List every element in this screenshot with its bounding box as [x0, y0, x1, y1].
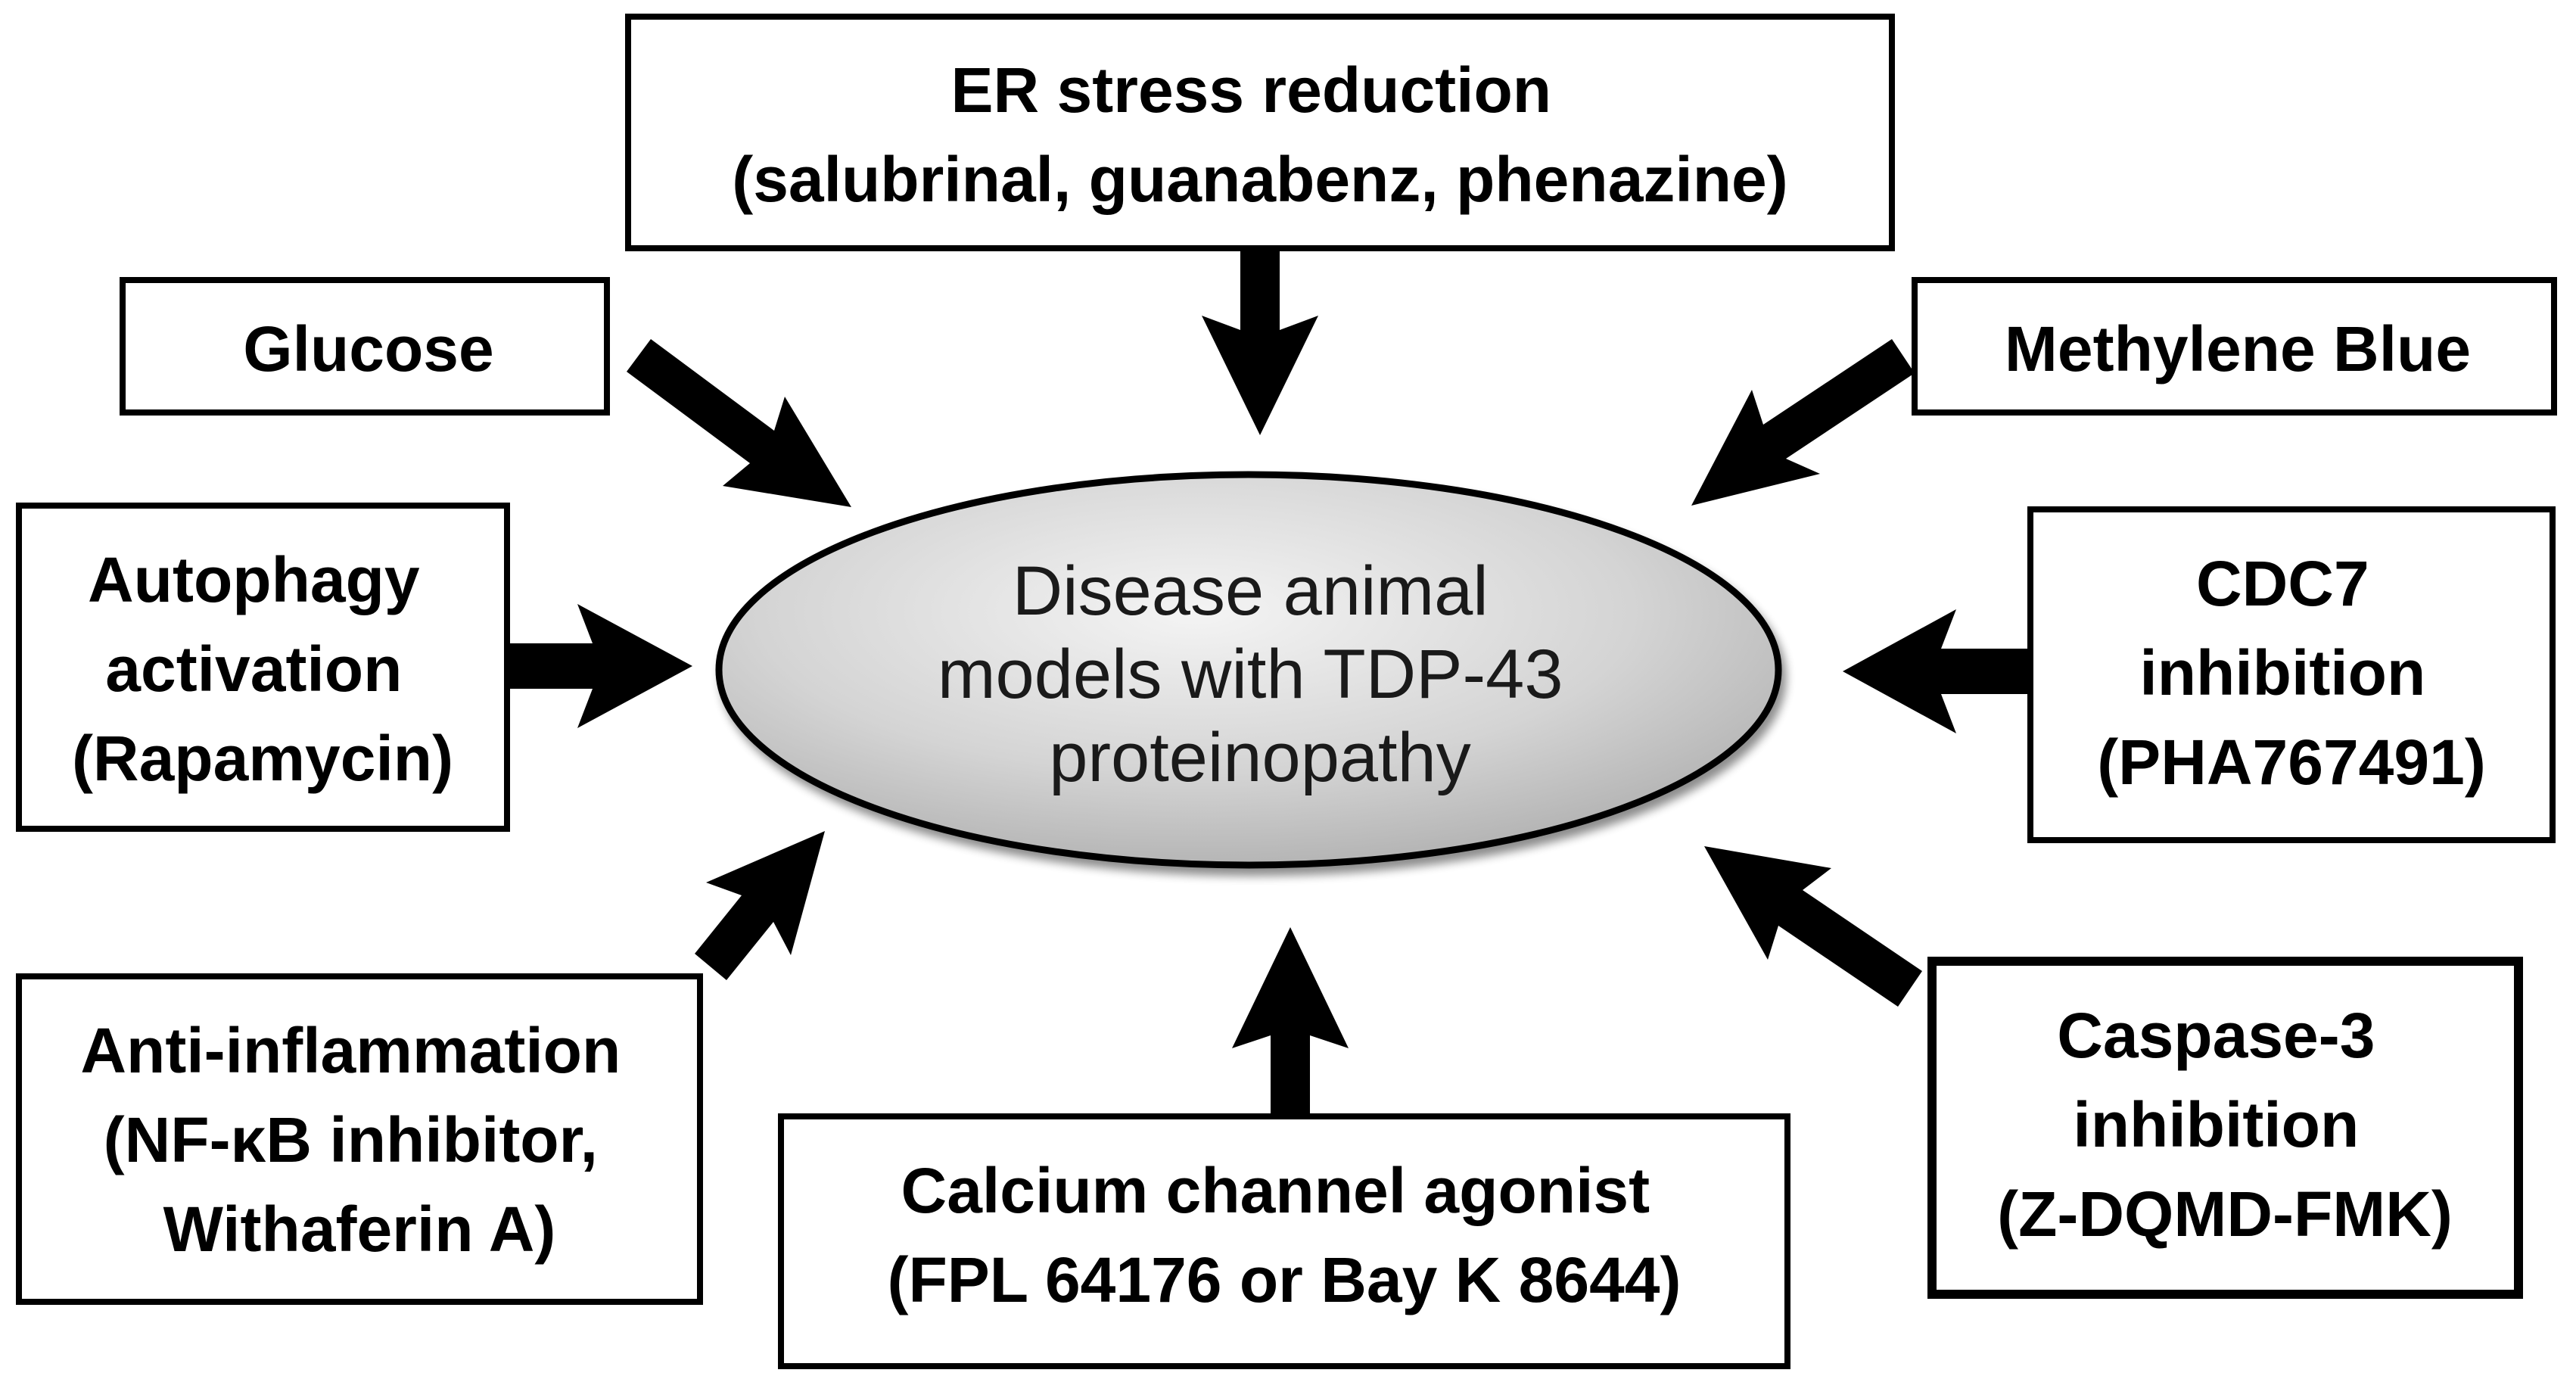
- arrow-er-stress: [1202, 250, 1318, 435]
- autophagy-line-1: Autophagy: [88, 544, 420, 615]
- arrow-cdc7: [1843, 609, 2030, 733]
- center-line-1: Disease animal: [1013, 553, 1489, 630]
- caspase-line-2: inhibition: [2073, 1089, 2359, 1160]
- center-line-3: proteinopathy: [1049, 719, 1471, 796]
- cdc7-line-3: (PHA767491): [2097, 727, 2486, 798]
- methylene-blue-box: Methylene Blue: [1912, 277, 2557, 416]
- arrow-calcium: [1232, 927, 1349, 1116]
- svg-text:Methylene Blue: Methylene Blue: [2005, 313, 2471, 384]
- glucose-box: Glucose: [120, 277, 610, 416]
- center-ellipse: [715, 471, 1782, 869]
- calcium-box: Calcium channel agonist (FPL 64176 or Ba…: [778, 1113, 1790, 1369]
- center-line-2: models with TDP-43: [938, 636, 1563, 713]
- methylene-blue-line-1: Methylene Blue: [2005, 313, 2471, 384]
- svg-text:Autophagy activation: Autophagy activation (Rapamycin): [72, 544, 453, 794]
- er-stress-line-1: ER stress reduction: [951, 54, 1552, 126]
- cdc7-line-2: inhibition: [2139, 637, 2425, 708]
- caspase-box: Caspase-3 inhibition (Z-DQMD-FMK): [1927, 957, 2523, 1299]
- arrow-methylene-blue: [1691, 339, 1915, 506]
- svg-text:Calcium channel agonist: Calcium channel agonist (FPL 64176 or Ba…: [888, 1155, 1682, 1315]
- er-stress-line-2: (salubrinal, guanabenz, phenazine): [732, 144, 1788, 215]
- svg-text:CDC7 inhibition (P: CDC7 inhibition (PHA767491): [2097, 548, 2486, 798]
- svg-text:Anti-inflammation (NF-κB: Anti-inflammation (NF-κB inhibitor, With…: [80, 1015, 638, 1265]
- arrow-caspase: [1704, 846, 1922, 1007]
- svg-text:ER stress reduction (sal: ER stress reduction (salubrinal, guanabe…: [732, 54, 1788, 215]
- anti-inflammation-line-2: (NF-κB inhibitor,: [104, 1104, 598, 1175]
- caspase-line-3: (Z-DQMD-FMK): [1997, 1178, 2453, 1250]
- autophagy-line-3: (Rapamycin): [72, 723, 453, 794]
- calcium-line-1: Calcium channel agonist: [901, 1155, 1650, 1226]
- arrow-autophagy: [509, 604, 692, 728]
- calcium-line-2: (FPL 64176 or Bay K 8644): [888, 1244, 1682, 1315]
- svg-text:Caspase-3 inhibition: Caspase-3 inhibition (Z-DQMD-FMK): [1997, 1000, 2453, 1250]
- anti-inflammation-line-3: Withaferin A): [163, 1194, 556, 1265]
- cdc7-box: CDC7 inhibition (PHA767491): [2027, 506, 2556, 843]
- glucose-line-1: Glucose: [243, 313, 493, 384]
- cdc7-line-1: CDC7: [2196, 548, 2369, 619]
- arrow-anti-inflammation: [695, 831, 825, 980]
- caspase-line-1: Caspase-3: [2057, 1000, 2375, 1071]
- anti-inflammation-box: Anti-inflammation (NF-κB inhibitor, With…: [16, 973, 703, 1305]
- svg-text:Glucose: Glucose: [243, 313, 493, 384]
- svg-text:Disease animal models wi: Disease animal models with TDP-43 protei…: [938, 553, 1582, 796]
- arrow-glucose: [627, 339, 851, 507]
- center-node: Disease animal models with TDP-43 protei…: [715, 471, 1782, 869]
- anti-inflammation-line-1: Anti-inflammation: [80, 1015, 621, 1086]
- autophagy-box: Autophagy activation (Rapamycin): [16, 503, 510, 832]
- autophagy-line-2: activation: [105, 634, 402, 705]
- er-stress-box: ER stress reduction (salubrinal, guanabe…: [625, 14, 1895, 251]
